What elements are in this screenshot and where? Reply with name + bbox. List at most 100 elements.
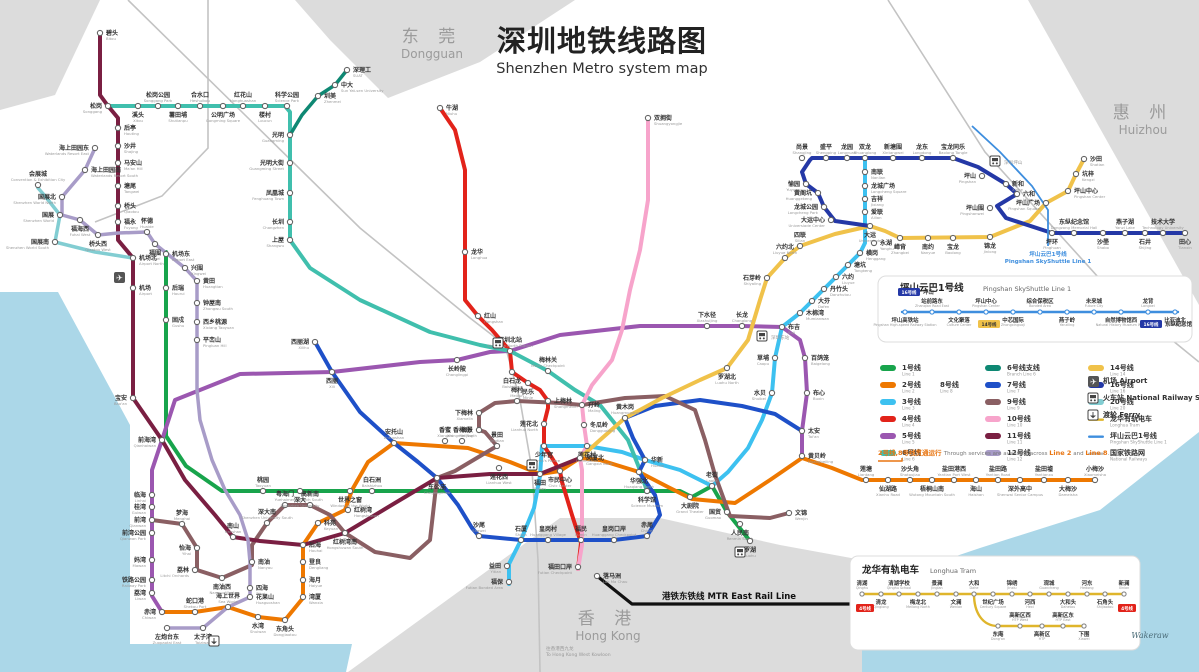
station-name-en: Xianhu Road [876,492,901,497]
station-dot [889,154,897,162]
station-dot [703,322,711,330]
station-dot [286,189,294,197]
station-name-zh: 燕子岭 [1059,316,1076,324]
station-name-zh: 皇岗口岸 [602,525,626,533]
station-name-en: Dengliang [309,565,329,570]
station-name-en: Liwan [135,596,147,601]
station-name-en: Airport North [139,261,164,266]
station-dot [771,354,779,362]
station-dot [796,309,804,317]
station-name-zh: 莲花北 [520,420,538,428]
station-name-en: Xiashuijing [697,318,718,323]
station-name-en: Shuiwan [250,629,267,634]
station-dot [978,172,986,180]
station-name-en: Yitian [490,569,501,574]
station-name-en: Baigelong [811,361,831,366]
station-dot [801,354,809,362]
station-dot [58,193,66,201]
station-name-zh: 南联 [871,168,883,176]
station-dot [778,323,786,331]
station-name-zh: 长岭陂 [448,365,466,373]
station-name-en: Niuhu [446,111,458,116]
station-name-zh: 石角头 [1096,598,1114,606]
station-name-en: Danzhutou [830,292,851,297]
station-name-en: Chiwei [641,528,654,533]
station-dot [344,506,352,514]
station-name-en: Henggang [866,256,886,261]
station-name-zh: 清龙 [876,598,887,606]
station-name-zh: 前海湾 [138,436,156,444]
station-name-en: Culture Center [947,323,972,327]
station-name-en: Waterlands Resort East [45,151,90,156]
station-dot [953,591,959,597]
station-name-en: Shuangyongjie [654,121,683,126]
station-name-zh: 黄田 [203,277,215,285]
station-name-zh: 深大 [294,496,306,504]
station-name-zh: 国展北 [38,193,56,201]
station-name-zh: 龙背 [1142,297,1154,305]
station-dot [505,578,513,586]
station-name-zh: 六约 [842,273,854,281]
station-dot [736,520,744,528]
station-name-zh: 西乡桃源 [203,318,227,326]
station-name-en: Zhanqian Road East [915,304,950,308]
legend-line-name-zh: 5号线 [902,431,921,440]
station-name-en: Dameisha [1058,492,1077,497]
outside-region [295,0,575,98]
station-dot [390,439,398,447]
station-name-zh: 丹竹头 [830,285,848,293]
svg-text:✈: ✈ [1090,378,1097,387]
station-name-zh: 龙城广场 [871,182,895,190]
station-name-zh: 石芽岭 [742,274,761,282]
station-dot [1181,229,1189,237]
station-name-zh: 大运中心 [801,216,825,224]
station-name-zh: 梅林关 [539,356,557,364]
station-name-zh: 文化聚落 [948,316,970,324]
legend-line-name-zh: 9号线 [1007,397,1026,406]
station-name-en: Changlingpi [446,372,469,377]
station-name-en: Xinlan [1119,586,1130,590]
station-name-en: Liuhe [1023,197,1034,202]
station-name-en: Lianhua West [486,480,512,485]
station-name-zh: 坪山高铁站 [892,316,920,324]
station-name-en: Science Park [275,98,300,103]
station-name-en: Minle [523,395,534,400]
station-name-zh: 国展南 [31,238,49,246]
station-dot [281,501,289,509]
legend-line-name-en: Pingshan SkyShuttle Line 1 [1110,440,1167,445]
station-name-zh: 黄木岗 [616,403,634,411]
station-dot [1121,229,1129,237]
station-dot [218,574,226,582]
station-name-en: Changzhen [263,225,285,230]
station-name-en: Pinghuan [1043,245,1061,250]
station-dot [536,470,544,478]
station-dot [433,474,441,482]
station-name-en: Liuyue [842,280,855,285]
station-dot [199,624,207,632]
station-name-zh: 文澜 [951,598,962,606]
station-name-zh: 坪环 [1046,238,1058,246]
metro-line-5 [150,324,809,614]
